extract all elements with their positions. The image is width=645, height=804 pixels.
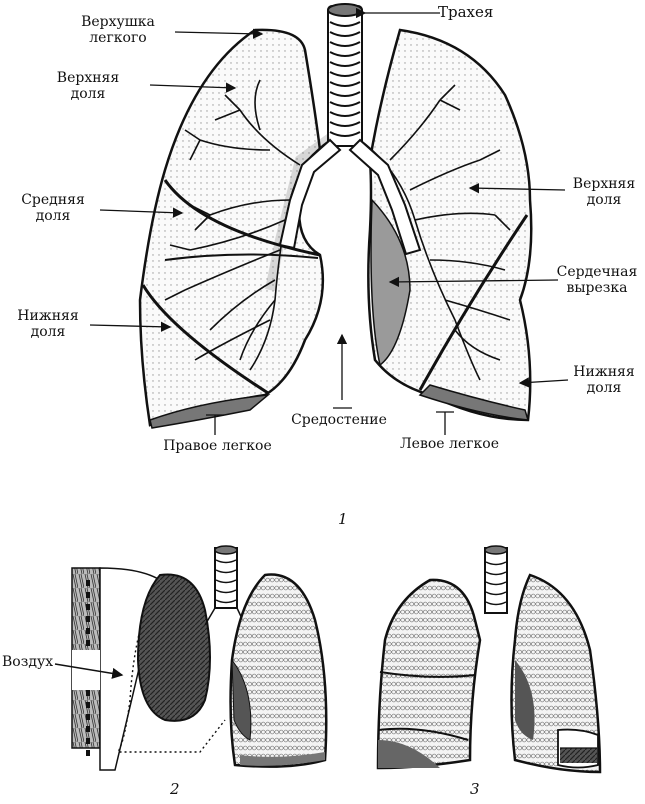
figure-2 [54, 545, 328, 771]
figure-3-number: 3 [470, 780, 480, 798]
figure-1 [89, 3, 569, 435]
label-upper-lobe-right: Верхняя доля [56, 70, 120, 102]
label-trachea: Трахея [438, 3, 494, 21]
label-left-lung: Левое легкое [400, 436, 499, 452]
left-lung [359, 28, 533, 422]
figure-1-number: 1 [338, 510, 348, 528]
label-upper-lobe-left: Верхняя доля [572, 176, 636, 208]
label-mediastinum: Средостение [291, 412, 387, 428]
label-right-lung: Правое легкое [163, 438, 272, 454]
label-lower-lobe-right: Нижняя доля [17, 308, 79, 340]
label-middle-lobe: Средняя доля [21, 192, 85, 224]
main-bronchi [278, 138, 422, 256]
figure-3 [376, 545, 602, 774]
trachea [327, 3, 363, 147]
right-lung [138, 28, 333, 429]
label-cardiac-notch: Сердечная вырезка [556, 264, 638, 296]
label-apex: Верхушка легкого [81, 14, 155, 46]
label-lower-lobe-left: Нижняя доля [573, 364, 635, 396]
leader-lines [89, 7, 569, 435]
figure-2-number: 2 [170, 780, 180, 798]
label-air: Воздух [2, 654, 54, 670]
